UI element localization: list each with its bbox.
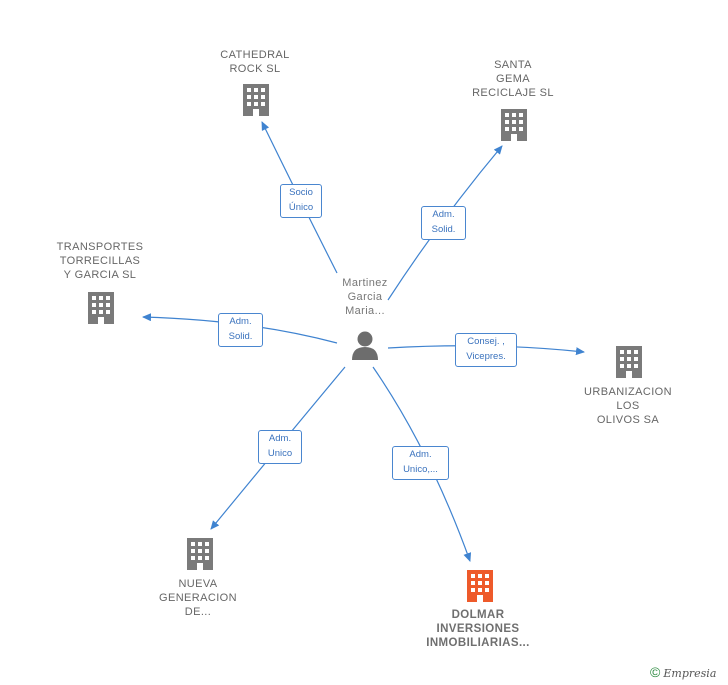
company-label-urbanizacion[interactable]: URBANIZACION LOS OLIVOS SA xyxy=(584,386,672,426)
footer: © Empresia xyxy=(650,664,716,680)
relation-badge-santa[interactable]: Adm. Solid. xyxy=(421,206,466,240)
building-icon-nueva[interactable] xyxy=(187,538,213,570)
building-icon-urbanizacion[interactable] xyxy=(616,346,642,378)
relation-badge-nueva[interactable]: Adm. Unico xyxy=(258,430,302,464)
company-label-dolmar[interactable]: DOLMAR INVERSIONES INMOBILIARIAS... xyxy=(426,609,530,649)
company-label-cathedral[interactable]: CATHEDRAL ROCK SL xyxy=(220,49,290,75)
copyright-icon: © xyxy=(650,664,661,680)
building-icon-santa[interactable] xyxy=(501,109,527,141)
relation-badge-urbanizacion[interactable]: Consej. , Vicepres. xyxy=(455,333,517,367)
company-label-transportes[interactable]: TRANSPORTES TORRECILLAS Y GARCIA SL xyxy=(56,241,144,281)
relation-badge-transportes[interactable]: Adm. Solid. xyxy=(218,313,263,347)
relation-badge-dolmar[interactable]: Adm. Unico,... xyxy=(392,446,449,480)
relation-badge-cathedral[interactable]: Socio Único xyxy=(280,184,322,218)
person-icon[interactable] xyxy=(352,331,378,361)
brand-logo[interactable]: Empresia xyxy=(663,667,717,680)
center-person-label[interactable]: Martinez Garcia Maria... xyxy=(342,277,388,317)
building-icon-cathedral[interactable] xyxy=(243,84,269,116)
building-icon-transportes[interactable] xyxy=(88,292,114,324)
building-icon-dolmar[interactable] xyxy=(467,570,493,602)
company-label-santa[interactable]: SANTA GEMA RECICLAJE SL xyxy=(472,59,554,99)
company-label-nueva[interactable]: NUEVA GENERACION DE... xyxy=(159,578,237,618)
